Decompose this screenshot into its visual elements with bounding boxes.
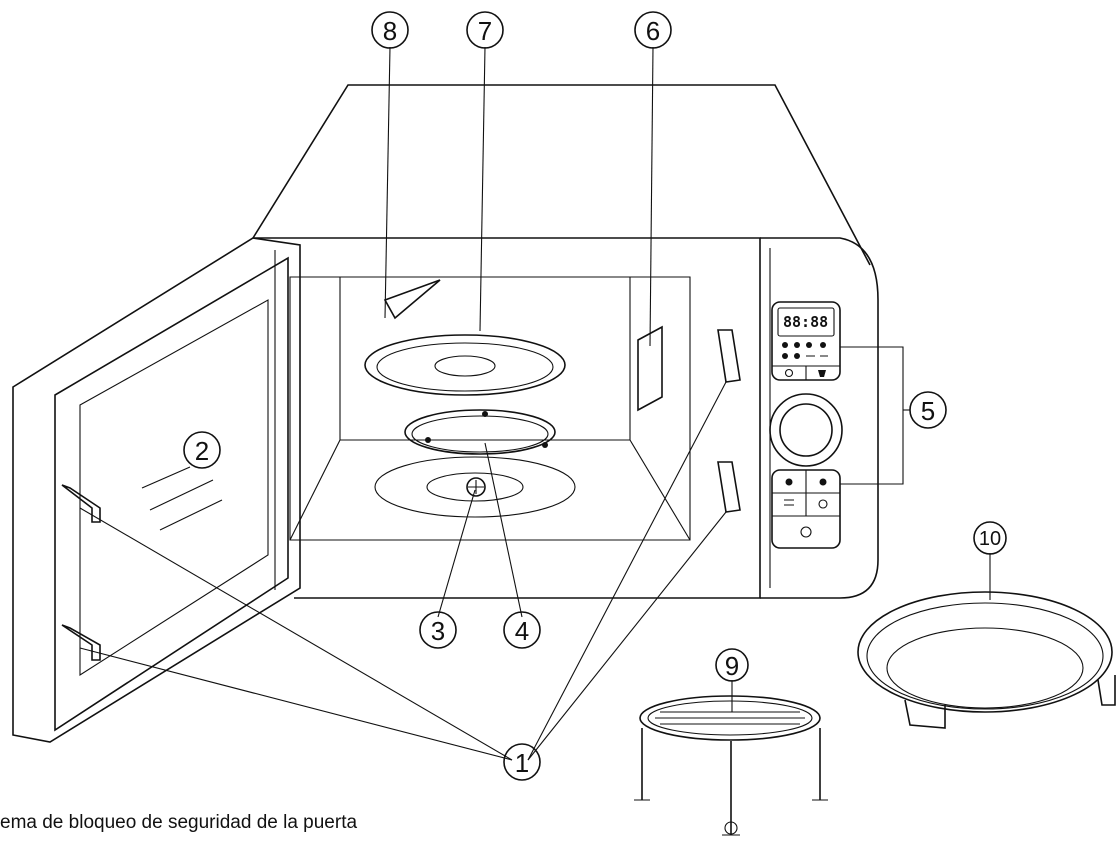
svg-text:5: 5 [921, 396, 935, 426]
callout-4: 4 [503, 611, 541, 649]
defrost-icon [784, 499, 794, 506]
svg-text:4: 4 [515, 616, 529, 646]
svg-text:10: 10 [979, 528, 1001, 550]
svg-text:9: 9 [725, 651, 739, 681]
clock-icon [784, 368, 794, 378]
callout-7: 7 [466, 11, 504, 49]
caption-text: ema de bloqueo de seguridad de la puerta [0, 812, 358, 833]
program-icons [782, 342, 828, 359]
callout-9: 9 [715, 648, 749, 682]
roller-ring [404, 409, 556, 455]
svg-text:6: 6 [646, 16, 660, 46]
callout-5: 5 [909, 391, 947, 429]
crisp-plate [857, 591, 1116, 729]
leader-lines [79, 46, 991, 761]
display-readout: 88:88 [783, 313, 828, 331]
svg-text:3: 3 [431, 616, 445, 646]
grill-heater [383, 279, 441, 320]
glass-tray [364, 334, 566, 396]
weight-icon [818, 370, 826, 377]
callout-1: 1 [503, 743, 541, 781]
svg-text:8: 8 [383, 16, 397, 46]
mica-cover [637, 325, 663, 412]
grill-rack [634, 695, 828, 836]
grill-icon [819, 478, 827, 486]
svg-text:7: 7 [478, 16, 492, 46]
microwave-icon [785, 478, 793, 486]
dial-icon[interactable] [769, 393, 843, 467]
turntable-shaft [374, 456, 576, 518]
start-icon [800, 499, 828, 538]
svg-text:1: 1 [515, 748, 529, 778]
callout-6: 6 [634, 11, 672, 49]
callout-2: 2 [183, 431, 221, 469]
svg-text:2: 2 [195, 436, 209, 466]
callout-3: 3 [419, 611, 457, 649]
callout-8: 8 [371, 11, 409, 49]
oven-body [252, 84, 871, 599]
control-panel: 88:88 [760, 237, 879, 599]
interlock-slots [717, 329, 741, 513]
callout-10: 10 [973, 521, 1007, 555]
door [12, 237, 301, 743]
